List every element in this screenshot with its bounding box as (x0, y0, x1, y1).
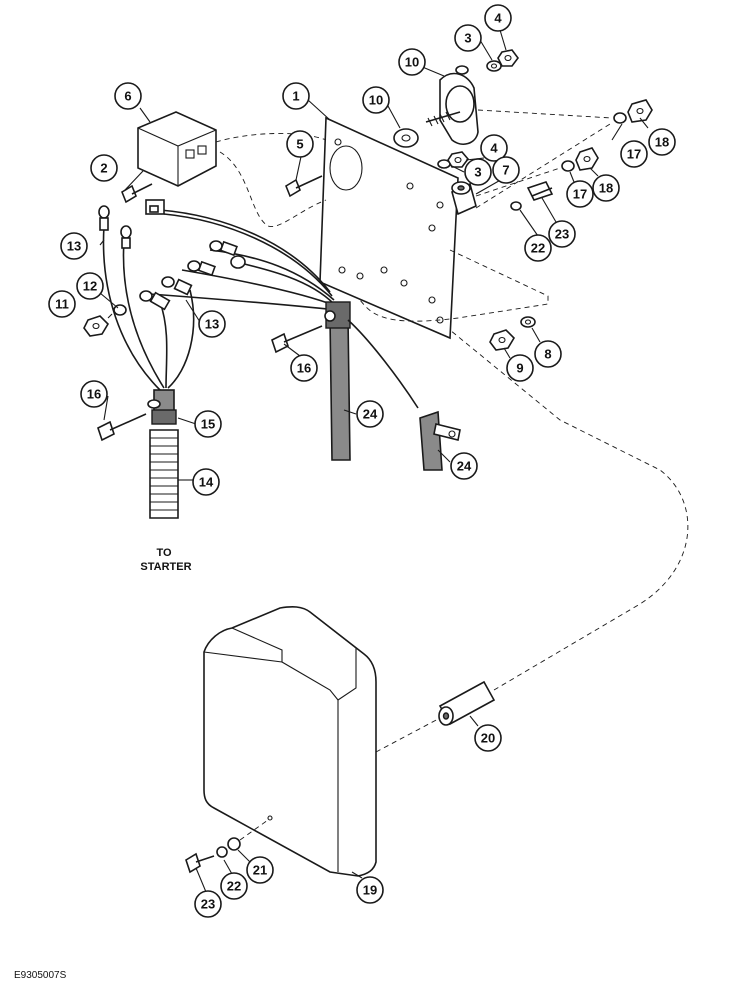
callout-12: 12 (76, 272, 104, 300)
callout-17-middle: 17 (566, 180, 594, 208)
callout-4-middle: 4 (480, 134, 508, 162)
svg-text:22: 22 (227, 879, 241, 894)
callout-3-middle: 3 (464, 158, 492, 186)
callout-9: 9 (506, 354, 534, 382)
callout-2: 2 (90, 154, 118, 182)
svg-text:13: 13 (67, 239, 81, 254)
svg-text:19: 19 (363, 883, 377, 898)
callout-1: 1 (282, 82, 310, 110)
callout-11: 11 (48, 290, 76, 318)
cover-hardware (185, 819, 269, 874)
wire-loom (147, 389, 179, 519)
svg-text:24: 24 (457, 459, 472, 474)
mounting-plate (319, 116, 459, 340)
bolt-16-left (97, 413, 147, 442)
svg-text:7: 7 (502, 163, 509, 178)
callout-14: 14 (192, 468, 220, 496)
svg-text:2: 2 (100, 161, 107, 176)
svg-text:1: 1 (292, 89, 299, 104)
callout-7: 7 (492, 156, 520, 184)
callout-21: 21 (246, 856, 274, 884)
callout-10-top: 10 (398, 48, 426, 76)
spacer (451, 181, 477, 216)
callout-24-right: 24 (450, 452, 478, 480)
svg-text:9: 9 (516, 361, 523, 376)
svg-text:10: 10 (369, 93, 383, 108)
svg-text:22: 22 (531, 241, 545, 256)
svg-text:21: 21 (253, 863, 267, 878)
callout-18-middle: 18 (592, 174, 620, 202)
callout-22-bottom: 22 (220, 872, 248, 900)
callout-10-middle: 10 (362, 86, 390, 114)
svg-text:23: 23 (555, 227, 569, 242)
callout-16-left: 16 (80, 380, 108, 408)
wiring-harness (98, 199, 337, 391)
svg-text:16: 16 (297, 361, 311, 376)
main-cable (324, 301, 419, 461)
relay (137, 111, 217, 187)
svg-text:8: 8 (544, 347, 551, 362)
svg-text:15: 15 (201, 417, 215, 432)
svg-text:24: 24 (363, 407, 378, 422)
svg-text:18: 18 (599, 181, 613, 196)
figure-id: E9305007S (14, 970, 67, 981)
callout-19: 19 (356, 876, 384, 904)
callout-23-bottom: 23 (194, 890, 222, 918)
bolt-16-middle (271, 325, 323, 354)
svg-text:20: 20 (481, 731, 495, 746)
callout-5: 5 (286, 130, 314, 158)
terminal-stud (393, 65, 479, 148)
svg-text:17: 17 (627, 147, 641, 162)
callout-13-bottom: 13 (198, 310, 226, 338)
svg-text:13: 13 (205, 317, 219, 332)
svg-text:23: 23 (201, 897, 215, 912)
callout-3-top: 3 (454, 24, 482, 52)
callout-4-top: 4 (484, 4, 512, 32)
svg-text:18: 18 (655, 135, 669, 150)
svg-text:12: 12 (83, 279, 97, 294)
callout-18-right: 18 (648, 128, 676, 156)
ground-cable (419, 410, 461, 471)
callout-6: 6 (114, 82, 142, 110)
callout-15: 15 (194, 410, 222, 438)
svg-text:17: 17 (573, 187, 587, 202)
nut-11 (83, 304, 127, 337)
svg-text:6: 6 (124, 89, 131, 104)
bolt-washer-right (510, 181, 554, 211)
callout-24-middle: 24 (356, 400, 384, 428)
svg-text:14: 14 (199, 475, 214, 490)
cover-spacer (438, 680, 496, 726)
callout-8: 8 (534, 340, 562, 368)
callout-22-right: 22 (524, 234, 552, 262)
svg-text:5: 5 (296, 137, 303, 152)
nut-and-washer-middle (437, 151, 470, 169)
svg-text:4: 4 (490, 141, 498, 156)
svg-text:16: 16 (87, 387, 101, 402)
starter-label-line2: STARTER (140, 561, 191, 573)
nuts-right (561, 99, 653, 172)
bolt-5 (285, 175, 323, 198)
callout-17-right: 17 (620, 140, 648, 168)
svg-text:11: 11 (55, 297, 69, 312)
svg-text:3: 3 (464, 31, 471, 46)
nut-and-washer-lower (489, 316, 536, 351)
svg-text:4: 4 (494, 11, 502, 26)
nut-and-washer-top (486, 49, 519, 72)
callout-13-top: 13 (60, 232, 88, 260)
callout-23-right: 23 (548, 220, 576, 248)
callout-16-middle: 16 (290, 354, 318, 382)
cover (203, 606, 377, 877)
callout-20: 20 (474, 724, 502, 752)
svg-text:3: 3 (474, 165, 481, 180)
starter-label-line1: TO (156, 547, 172, 559)
svg-text:10: 10 (405, 55, 419, 70)
